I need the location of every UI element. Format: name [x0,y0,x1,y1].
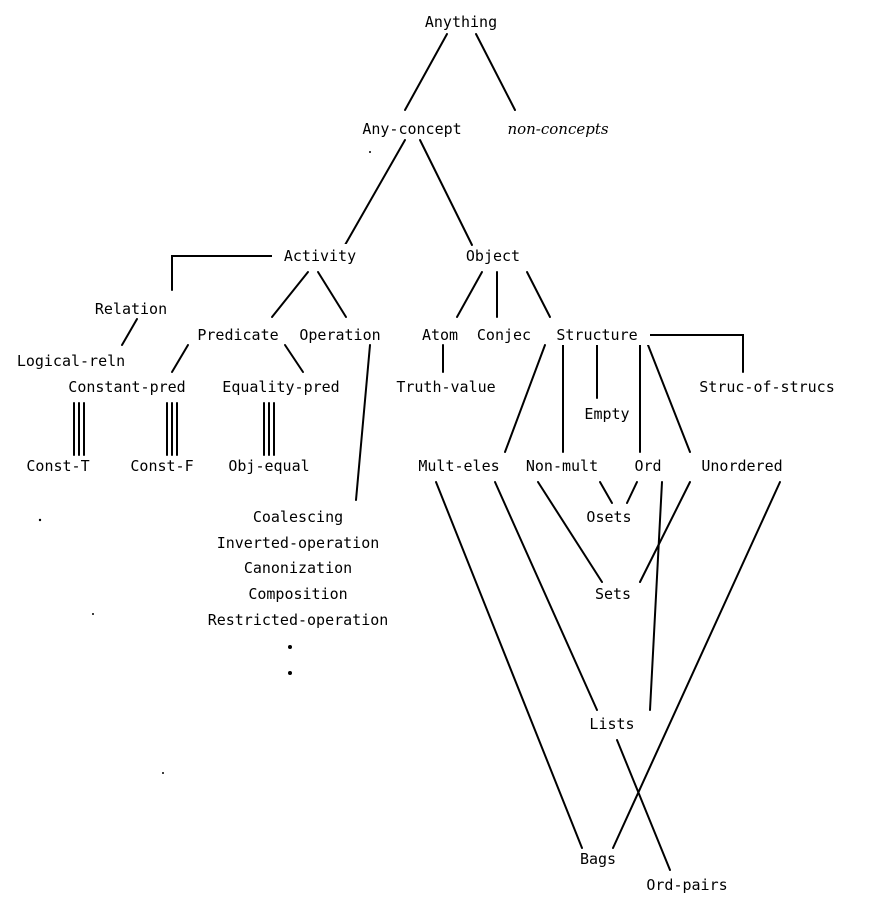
node-structure: Structure [556,326,637,344]
node-operation: Operation [299,326,380,344]
edge-anyconcept-object [419,139,473,246]
node-const-f: Const-F [130,457,193,475]
node-ord-pairs: Ord-pairs [646,876,727,894]
connector-lines [121,33,781,871]
edge-anyconcept-activity [344,139,406,246]
edge-activity-predicate [271,271,309,318]
node-ord: Ord [634,457,661,475]
edge-anything-nonconcepts [475,33,516,111]
mask-activity [272,244,368,266]
speck [162,772,164,774]
speck [369,151,371,153]
speck [38,518,42,522]
node-relation: Relation [95,300,167,318]
node-labels: Anything Any-concept non-concepts Activi… [17,13,835,894]
operation-item: Composition [248,585,347,603]
node-predicate: Predicate [197,326,278,344]
node-conjec: Conjec [477,326,531,344]
operation-item: Inverted-operation [217,534,380,552]
edge-unordered-sets [639,481,691,583]
edge-object-atom [456,271,483,318]
mask-structure [546,323,650,345]
operation-item: Restricted-operation [208,611,389,629]
edge-object-structure [526,271,551,318]
node-any-concept: Any-concept [362,120,461,138]
node-non-concepts: non-concepts [507,120,608,138]
edge-activity-operation [317,271,347,318]
node-activity: Activity [284,247,356,265]
node-logical-reln: Logical-reln [17,352,125,370]
scan-specks [38,151,371,774]
edge-ord-lists [649,481,663,711]
node-unordered: Unordered [701,457,782,475]
edge-anything-anyconcept [404,33,448,111]
edge-structure-strucofstrucs [647,334,744,373]
node-atom: Atom [422,326,458,344]
operation-list: Coalescing Inverted-operation Canonizati… [208,508,389,675]
operation-item: Canonization [244,559,352,577]
node-bags: Bags [580,850,616,868]
edge-lists-ordpairs [616,739,671,871]
edge-multeles-bags [435,481,583,849]
edge-operation-oplist [355,344,371,501]
edge-unordered-bags [612,481,781,849]
node-mult-eles: Mult-eles [418,457,499,475]
node-empty: Empty [584,405,629,423]
edge-ord-osets [626,481,638,504]
edge-nonmult-sets [537,481,603,583]
node-anything: Anything [425,13,497,31]
node-constant-pred: Constant-pred [68,378,185,396]
node-truth-value: Truth-value [396,378,495,396]
node-obj-equal: Obj-equal [228,457,309,475]
edge-relation-logicalreln [121,318,138,346]
edge-structure-unordered [647,344,691,453]
edge-activity-relation [171,255,279,291]
node-osets: Osets [586,508,631,526]
edge-nonmult-osets [599,481,613,504]
edge-predicate-constantpred [171,344,189,373]
operation-item: Coalescing [253,508,343,526]
label-masks [272,244,650,345]
node-struc-of-strucs: Struc-of-strucs [699,378,834,396]
speck [92,613,94,615]
node-object: Object [466,247,520,265]
node-const-t: Const-T [26,457,89,475]
node-non-mult: Non-mult [526,457,598,475]
edge-structure-multeles [504,344,546,453]
continuation-dot [288,671,292,675]
node-equality-pred: Equality-pred [222,378,339,396]
edge-multeles-lists [494,481,598,711]
triple-lines [73,402,275,456]
continuation-dot [288,645,292,649]
node-sets: Sets [595,585,631,603]
node-lists: Lists [589,715,634,733]
edge-predicate-equalitypred [284,344,304,373]
